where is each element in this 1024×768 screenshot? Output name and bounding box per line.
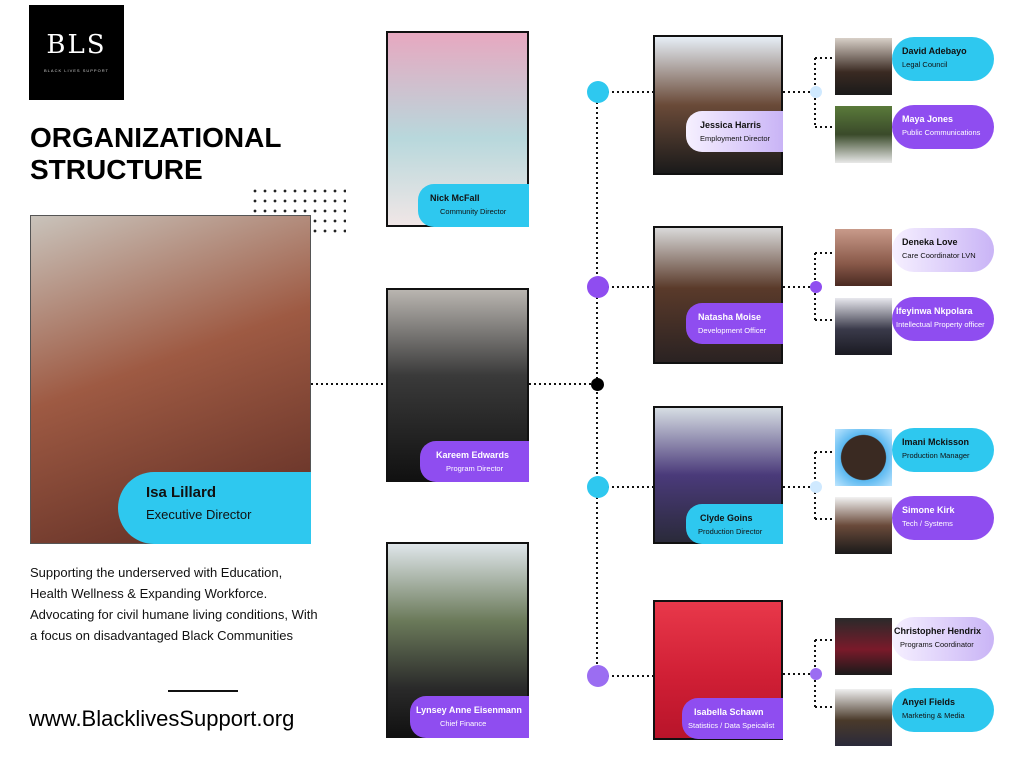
- node-clyde: [587, 476, 609, 498]
- director-tag-nick: Nick McFall Community Director: [418, 184, 529, 227]
- staff-tag-imani: Imani Mckisson Production Manager: [892, 428, 994, 472]
- staff-photo-simone: [835, 497, 892, 554]
- director-role: Community Director: [440, 207, 507, 216]
- director-name: Lynsey Anne Eisenmann: [416, 705, 522, 715]
- lead-photo-jessica: [653, 35, 783, 175]
- staff-photo-christopher: [835, 618, 892, 675]
- staff-role: Marketing & Media: [902, 711, 965, 720]
- staff-role: Programs Coordinator: [900, 640, 974, 649]
- executive-role: Executive Director: [146, 507, 252, 522]
- staff-name: Maya Jones: [902, 114, 954, 124]
- staff-tag-simone: Simone Kirk Tech / Systems: [892, 496, 994, 540]
- subnode-4: [810, 668, 822, 680]
- divider: [168, 690, 238, 692]
- lead-name: Jessica Harris: [700, 120, 762, 130]
- director-name: Nick McFall: [430, 193, 480, 203]
- lead-tag-clyde: Clyde Goins Production Director: [686, 504, 783, 544]
- subnode-3: [810, 481, 822, 493]
- lead-name: Clyde Goins: [700, 513, 753, 523]
- node-jessica: [587, 81, 609, 103]
- director-name: Kareem Edwards: [436, 450, 510, 460]
- director-role: Chief Finance: [440, 719, 487, 728]
- staff-name: Deneka Love: [902, 237, 958, 247]
- staff-photo-david: [835, 38, 892, 95]
- staff-tag-anyel: Anyel Fields Marketing & Media: [892, 688, 994, 732]
- staff-photo-maya: [835, 106, 892, 163]
- staff-name: Ifeyinwa Nkpolara: [896, 306, 973, 316]
- staff-photo-ifeyinwa: [835, 298, 892, 355]
- logo-mark: BLS: [46, 30, 107, 60]
- director-role: Program Director: [446, 464, 504, 473]
- staff-role: Care Coordinator LVN: [902, 251, 976, 260]
- node-hub: [591, 378, 604, 391]
- staff-role: Intellectual Property officer: [896, 320, 985, 329]
- lead-name: Natasha Moise: [698, 312, 762, 322]
- staff-tag-david: David Adebayo Legal Council: [892, 37, 994, 81]
- staff-tag-christopher: Christopher Hendrix Programs Coordinator: [892, 617, 994, 661]
- staff-name: Imani Mckisson: [902, 437, 970, 447]
- lead-tag-jessica: Jessica Harris Employment Director: [686, 111, 783, 152]
- subnode-2: [810, 281, 822, 293]
- staff-name: David Adebayo: [902, 46, 967, 56]
- lead-tag-isabella: Isabella Schawn Statistics / Data Speica…: [682, 698, 783, 739]
- node-natasha: [587, 276, 609, 298]
- staff-photo-deneka: [835, 229, 892, 286]
- subnode-1: [810, 86, 822, 98]
- lead-role: Development Officer: [698, 326, 767, 335]
- staff-photo-anyel: [835, 689, 892, 746]
- executive-name: Isa Lillard: [146, 484, 217, 501]
- mission-statement: Supporting the underserved with Educatio…: [30, 565, 318, 643]
- lead-role: Employment Director: [700, 134, 771, 143]
- director-tag-kareem: Kareem Edwards Program Director: [420, 441, 529, 482]
- staff-role: Public Communications: [902, 128, 981, 137]
- page-title: ORGANIZATIONAL STRUCTURE: [30, 122, 281, 185]
- staff-name: Christopher Hendrix: [894, 626, 982, 636]
- staff-name: Anyel Fields: [902, 697, 956, 707]
- staff-tag-ifeyinwa: Ifeyinwa Nkpolara Intellectual Property …: [892, 297, 994, 341]
- staff-role: Production Manager: [902, 451, 970, 460]
- lead-role: Statistics / Data Speicalist: [688, 721, 775, 730]
- staff-photo-imani: [835, 429, 892, 486]
- staff-role: Tech / Systems: [902, 519, 953, 528]
- website-link[interactable]: www.BlacklivesSupport.org: [29, 706, 295, 731]
- brand-logo: BLS BLACK LIVES SUPPORT: [29, 5, 124, 100]
- logo-subtitle: BLACK LIVES SUPPORT: [44, 68, 109, 73]
- executive-tag: Isa Lillard Executive Director: [118, 472, 311, 544]
- lead-role: Production Director: [698, 527, 763, 536]
- lead-name: Isabella Schawn: [694, 707, 764, 717]
- lead-tag-natasha: Natasha Moise Development Officer: [686, 303, 783, 344]
- staff-role: Legal Council: [902, 60, 948, 69]
- director-tag-lynsey: Lynsey Anne Eisenmann Chief Finance: [410, 696, 529, 738]
- staff-tag-deneka: Deneka Love Care Coordinator LVN: [892, 228, 994, 272]
- staff-name: Simone Kirk: [902, 505, 955, 515]
- node-isabella: [587, 665, 609, 687]
- staff-tag-maya: Maya Jones Public Communications: [892, 105, 994, 149]
